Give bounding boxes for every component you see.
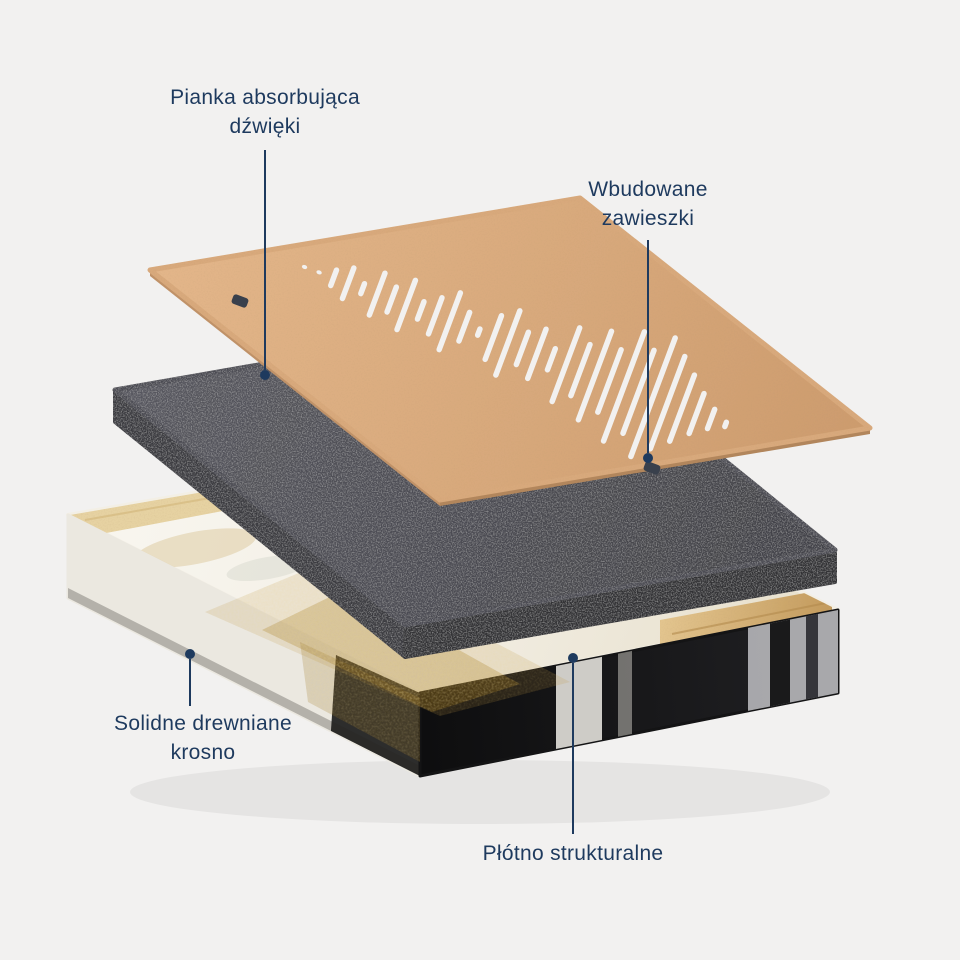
waveform-bar — [301, 264, 308, 270]
waveform-bar — [384, 284, 400, 315]
hanger-slot-right — [643, 461, 661, 475]
label-frame: Solidne drewniane krosno — [114, 712, 292, 764]
waveform-bar — [339, 265, 357, 302]
canvas-edge-white-streak — [618, 626, 632, 762]
waveform-bar — [666, 372, 698, 444]
waveform-bar — [482, 313, 505, 363]
canvas-front-left-bottom-shade — [68, 588, 420, 776]
gold-glitter-band-front — [300, 642, 420, 762]
waveform-bar — [493, 308, 523, 378]
annotations — [185, 150, 653, 834]
waveform-bar — [575, 328, 615, 423]
waveform-bar — [327, 267, 340, 289]
waveform-bar — [704, 406, 718, 432]
stretcher-bar-right — [660, 588, 832, 645]
artwork-blob — [134, 528, 256, 568]
leader-dot-frame — [185, 649, 195, 659]
waveform-bar — [436, 290, 464, 353]
canvas-edge-white-streak — [556, 632, 602, 776]
waveform-bar — [456, 309, 473, 344]
waveform-bar — [513, 329, 532, 368]
canvas-edge-dark-stripe — [770, 613, 790, 715]
waveform-bar — [686, 390, 707, 437]
waveform-bar — [568, 341, 593, 399]
waveform-bar — [600, 329, 648, 444]
waveform-bar — [549, 325, 583, 405]
leader-dot-hangers — [643, 453, 653, 463]
waveform-bar — [366, 270, 388, 318]
waveform-bar — [722, 419, 730, 430]
waveform-bar — [316, 270, 322, 275]
leader-dot-canvas — [568, 653, 578, 663]
leader-dot-foam — [260, 370, 270, 380]
waveform-cutouts — [301, 264, 730, 460]
waveform-bar — [595, 347, 624, 415]
waveform-bar — [628, 335, 678, 460]
waveform-bar — [474, 326, 483, 338]
label-hangers: Wbudowane zawieszki — [588, 178, 708, 230]
canvas-edge-dark-stripe — [806, 610, 818, 710]
stretcher-bar-right-grain — [671, 602, 827, 635]
hanger-slot-left — [231, 294, 249, 308]
waveform-bar — [544, 345, 559, 373]
waveform-bar — [647, 353, 688, 452]
waveform-bar — [414, 298, 427, 322]
gold-glitter-band-dense — [262, 588, 520, 712]
label-foam: Pianka absorbująca dźwięki — [170, 86, 360, 138]
waveform-bar — [425, 295, 445, 337]
stretcher-bar-left-grain — [84, 497, 211, 521]
canvas-shadow — [130, 760, 830, 824]
board-layer — [147, 195, 873, 506]
waveform-bar — [524, 326, 549, 382]
waveform-bar — [394, 277, 419, 333]
waveform-bar — [358, 281, 368, 297]
label-canvas: Płótno strukturalne — [482, 842, 664, 865]
